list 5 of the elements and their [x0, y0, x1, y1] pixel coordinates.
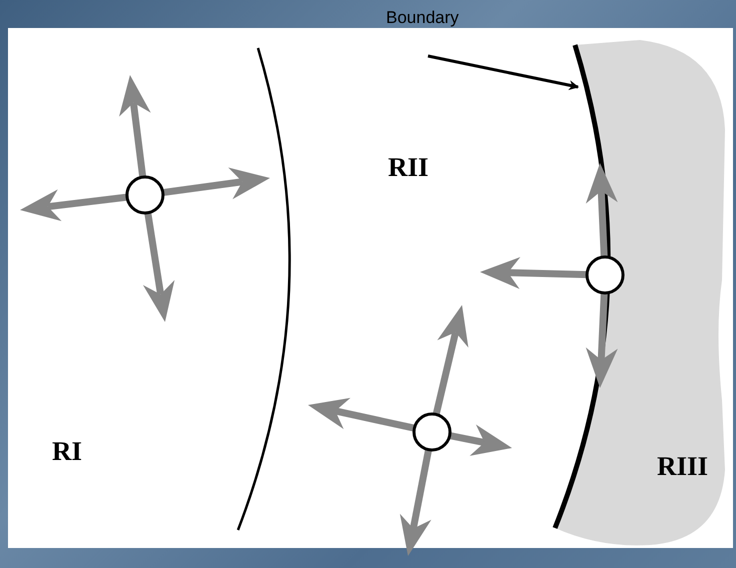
- region-label: RI: [52, 436, 82, 467]
- boundary-label: Boundary: [386, 7, 459, 29]
- region-label: RII: [388, 152, 429, 183]
- leader-line: [428, 54, 579, 90]
- region-label: RIII: [656, 451, 708, 482]
